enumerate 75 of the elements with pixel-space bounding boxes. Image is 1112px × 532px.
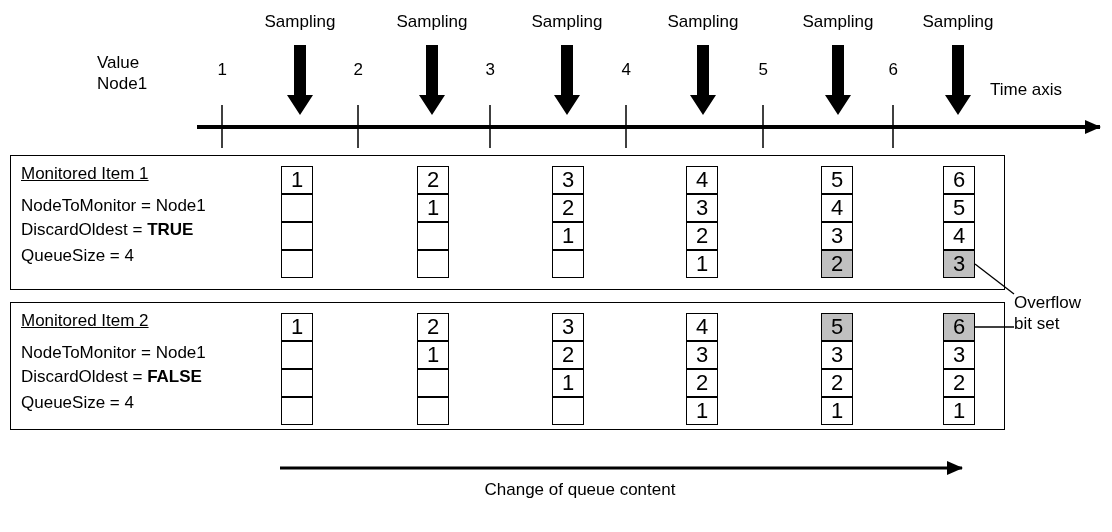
queue-cell: 1 xyxy=(686,397,718,425)
queue-cell: 3 xyxy=(686,341,718,369)
queue-cell xyxy=(417,250,449,278)
parameter-text: NodeToMonitor = Node1 xyxy=(21,343,206,363)
queue-cell: 3 xyxy=(686,194,718,222)
sampling-label: Sampling xyxy=(396,12,468,32)
queue-cell: 2 xyxy=(417,313,449,341)
queue-cell: 1 xyxy=(686,250,718,278)
queue-cell: 4 xyxy=(943,222,975,250)
queue-cell: 5 xyxy=(943,194,975,222)
queue-cell: 1 xyxy=(821,397,853,425)
queue-cell xyxy=(281,369,313,397)
queue-cell: 4 xyxy=(821,194,853,222)
sampling-label: Sampling xyxy=(531,12,603,32)
parameter-text: DiscardOldest = FALSE xyxy=(21,367,202,387)
queue-cell xyxy=(417,369,449,397)
queue-cell: 2 xyxy=(686,369,718,397)
axis-label: Time axis xyxy=(990,80,1063,100)
sampling-label: Sampling xyxy=(802,12,874,32)
tick-label: 3 xyxy=(485,60,495,80)
queue-cell: 6 xyxy=(943,166,975,194)
queue-cell xyxy=(281,194,313,222)
tick-label: 5 xyxy=(758,60,768,80)
queue-cell xyxy=(552,397,584,425)
queue-cell: 3 xyxy=(552,313,584,341)
parameter-text: NodeToMonitor = Node1 xyxy=(21,196,206,216)
queue-cell: 3 xyxy=(821,341,853,369)
queue-cell: 3 xyxy=(821,222,853,250)
queue-cell: 1 xyxy=(417,194,449,222)
queue-cell xyxy=(281,341,313,369)
tick-label: 4 xyxy=(621,60,631,80)
queue-cell: 2 xyxy=(686,222,718,250)
queue-cell xyxy=(417,222,449,250)
queue-cell xyxy=(281,250,313,278)
monitored-item-panel xyxy=(10,302,1005,430)
panel-title: Monitored Item 2 xyxy=(21,311,149,331)
parameter-text: QueueSize = 4 xyxy=(21,393,134,413)
tick-label: 2 xyxy=(353,60,363,80)
axis-label: Change of queue content xyxy=(484,480,676,500)
monitored-item-panel xyxy=(10,155,1005,290)
queue-cell: 1 xyxy=(417,341,449,369)
queue-cell: 6 xyxy=(943,313,975,341)
queue-cell: 1 xyxy=(943,397,975,425)
queue-cell: 1 xyxy=(281,313,313,341)
queue-cell: 1 xyxy=(552,222,584,250)
tick-label: 1 xyxy=(217,60,227,80)
queue-cell: 2 xyxy=(552,341,584,369)
parameter-text: DiscardOldest = TRUE xyxy=(21,220,194,240)
queue-cell: 2 xyxy=(417,166,449,194)
queue-cell xyxy=(417,397,449,425)
queue-cell: 3 xyxy=(943,250,975,278)
queue-cell: 4 xyxy=(686,166,718,194)
queue-cell: 2 xyxy=(821,369,853,397)
queue-cell: 3 xyxy=(552,166,584,194)
queue-cell: 5 xyxy=(821,313,853,341)
queue-cell xyxy=(281,397,313,425)
queue-cell: 2 xyxy=(821,250,853,278)
queue-cell xyxy=(281,222,313,250)
leader-line xyxy=(974,326,1015,328)
queue-cell xyxy=(552,250,584,278)
sampling-label: Sampling xyxy=(667,12,739,32)
queue-cell: 4 xyxy=(686,313,718,341)
tick-label: 6 xyxy=(888,60,898,80)
sampling-label: Sampling xyxy=(922,12,994,32)
panel-title: Monitored Item 1 xyxy=(21,164,149,184)
parameter-text: QueueSize = 4 xyxy=(21,246,134,266)
queue-cell: 1 xyxy=(281,166,313,194)
callout-text: Overflow bit set xyxy=(1014,292,1090,334)
queue-cell: 2 xyxy=(552,194,584,222)
queue-cell: 1 xyxy=(552,369,584,397)
axis-title: Value Node1 xyxy=(97,52,149,94)
queue-cell: 2 xyxy=(943,369,975,397)
sampling-label: Sampling xyxy=(264,12,336,32)
queue-cell: 5 xyxy=(821,166,853,194)
queue-cell: 3 xyxy=(943,341,975,369)
